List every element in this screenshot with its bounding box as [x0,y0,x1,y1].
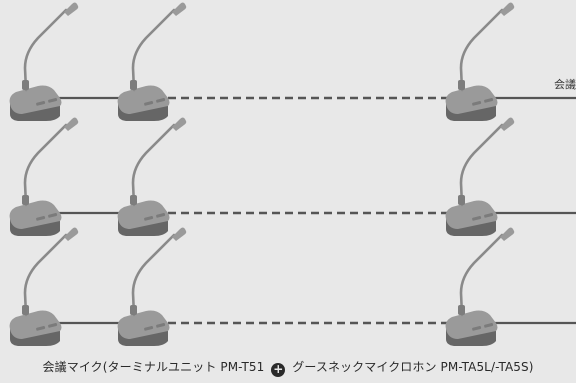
unit-base-top [445,310,498,339]
neck-collar [130,80,137,90]
neck-collar [130,305,137,315]
mic-row [9,227,576,346]
plus-icon: + [271,362,286,377]
microphone-unit [117,117,187,236]
microphone-unit [445,2,515,121]
unit-button [36,101,46,106]
unit-base-top [9,85,62,114]
neck-collar [130,195,137,205]
unit-button [144,326,154,331]
caption-prefix: 会議マイク(ターミナルユニット PM-T51 [42,360,265,374]
unit-base-top [117,310,170,339]
mic-head [64,117,79,131]
neck-collar [458,80,465,90]
mic-head [500,2,515,16]
microphone-unit [9,117,79,236]
neck-collar [458,195,465,205]
unit-button [144,101,154,106]
microphone-unit [9,227,79,346]
unit-button [472,326,482,331]
unit-button [484,323,494,328]
mic-head [500,227,515,241]
unit-base-top [117,85,170,114]
unit-button [472,101,482,106]
gooseneck [23,123,68,207]
neck-collar [22,80,29,90]
unit-button [156,98,166,103]
mic-head [500,117,515,131]
unit-button [48,213,58,218]
microphone-unit [445,227,515,346]
neck-collar [22,305,29,315]
neck-collar [458,305,465,315]
gooseneck [459,8,504,92]
unit-base-top [445,85,498,114]
caption-suffix: グースネックマイクロホン PM-TA5L/-TA5S) [292,360,534,374]
unit-button [144,216,154,221]
neck-collar [22,195,29,205]
gooseneck [459,123,504,207]
unit-button [36,326,46,331]
mic-head [172,227,187,241]
mic-head [64,227,79,241]
gooseneck [131,233,176,317]
unit-base-top [445,200,498,229]
diagram-caption: 会議マイク(ターミナルユニット PM-T51 + グースネックマイクロホン PM… [0,358,576,377]
gooseneck [459,233,504,317]
microphone-unit [117,227,187,346]
microphone-unit [445,117,515,236]
unit-button [156,323,166,328]
gooseneck [23,233,68,317]
mic-head [172,117,187,131]
unit-button [472,216,482,221]
right-edge-label: 会議 [554,78,576,91]
gooseneck [131,8,176,92]
unit-base-top [9,310,62,339]
unit-button [156,213,166,218]
unit-button [484,213,494,218]
unit-button [484,98,494,103]
unit-base-top [117,200,170,229]
mic-head [64,2,79,16]
microphone-unit [117,2,187,121]
gooseneck [23,8,68,92]
mic-head [172,2,187,16]
unit-button [48,98,58,103]
microphone-unit [9,2,79,121]
unit-button [36,216,46,221]
unit-base-top [9,200,62,229]
mic-row [9,2,576,121]
gooseneck [131,123,176,207]
unit-button [48,323,58,328]
mic-row [9,117,576,236]
